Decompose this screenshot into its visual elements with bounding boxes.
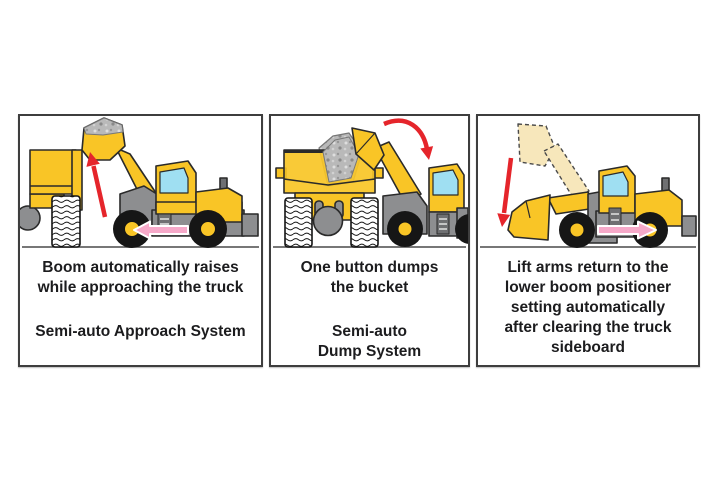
red-up-arrow xyxy=(86,152,108,218)
panel-dump: One button dumps the bucket Semi-auto Du… xyxy=(269,114,470,367)
return-illustration xyxy=(480,123,697,248)
dump-caption: One button dumps the bucket Semi-auto Du… xyxy=(271,249,468,365)
dump-system-label: Semi-auto Dump System xyxy=(317,323,422,360)
approach-description: Boom automatically raises while approach… xyxy=(37,259,244,296)
red-curve-arrow xyxy=(383,118,434,160)
approach-system-label: Semi-auto Approach System xyxy=(35,323,246,340)
return-caption: Lift arms return to the lower boom posit… xyxy=(478,249,698,365)
panel-return: Lift arms return to the lower boom posit… xyxy=(476,114,700,367)
dump-description: One button dumps the bucket xyxy=(300,259,439,296)
panel-approach: Boom automatically raises while approach… xyxy=(18,114,263,367)
pink-left-arrow xyxy=(133,220,189,240)
approach-caption: Boom automatically raises while approach… xyxy=(20,249,261,365)
return-description: Lift arms return to the lower boom posit… xyxy=(504,259,672,356)
wheel-loader xyxy=(351,127,468,247)
ghost-boom xyxy=(517,123,590,200)
dump-truck-rear xyxy=(20,149,83,248)
panel-group: Boom automatically raises while approach… xyxy=(18,114,700,367)
red-down-arrow xyxy=(497,157,514,227)
wheel-loader xyxy=(81,117,259,248)
pink-right-arrow xyxy=(597,220,657,240)
approach-illustration xyxy=(20,117,259,248)
dump-illustration xyxy=(273,118,468,248)
wheel-loader xyxy=(507,165,697,248)
